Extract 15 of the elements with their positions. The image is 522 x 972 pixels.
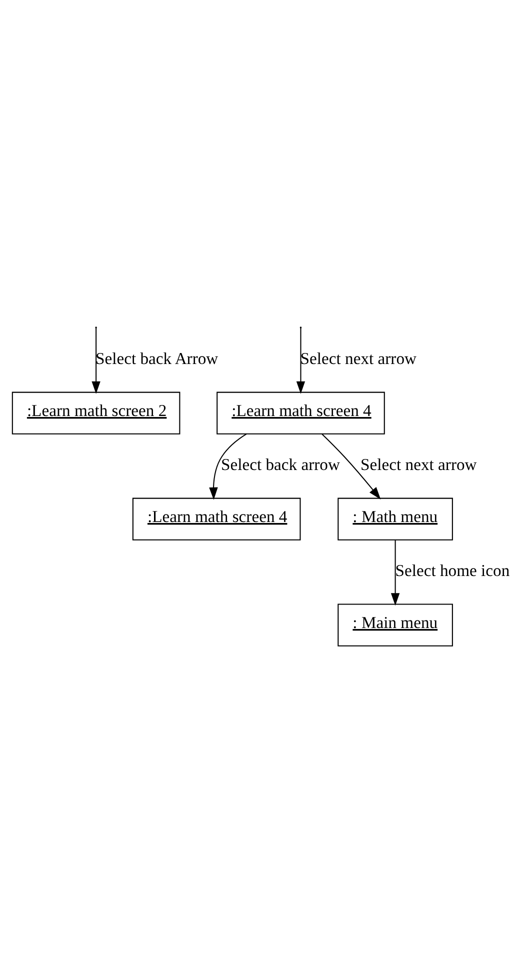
node-box: :Learn math screen 4: [216, 391, 385, 434]
edge-label: Select next arrow: [300, 348, 417, 368]
edge-label: Select next arrow: [360, 454, 477, 474]
edge-label: Select back Arrow: [95, 348, 218, 368]
arrow: [390, 540, 400, 606]
arrow: [209, 433, 247, 500]
node-box: : Math menu: [338, 497, 453, 540]
edge-label: Select home icon: [395, 560, 510, 580]
node-box: :Learn math screen 4: [132, 497, 301, 540]
arrow: [92, 327, 100, 394]
arrow: [322, 433, 381, 499]
edge-label: Select back arrow: [220, 454, 340, 474]
node-box: : Main menu: [338, 603, 453, 646]
node-box: :Learn math screen 2: [12, 391, 180, 434]
arrow: [296, 327, 306, 394]
